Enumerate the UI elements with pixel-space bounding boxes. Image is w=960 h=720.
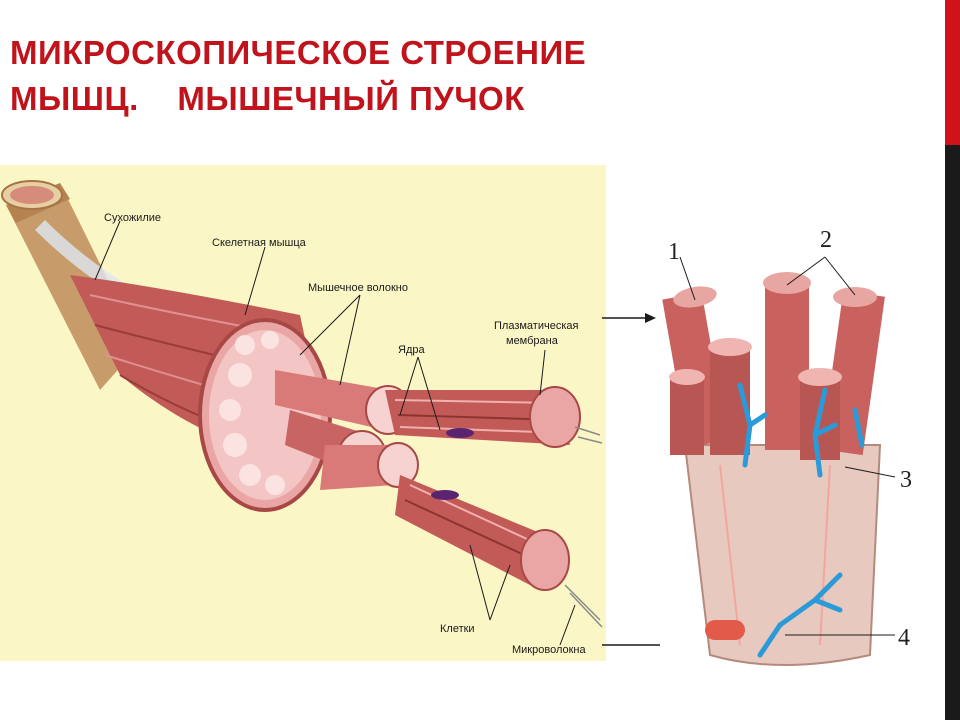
connector-arrows	[602, 313, 660, 646]
muscle-cross-section	[198, 318, 332, 512]
title-line-2: МЫШЦ. МЫШЕЧНЫЙ ПУЧОК	[10, 80, 525, 117]
label-microfibrils: Микроволокна	[512, 644, 586, 656]
title-line-1: МИКРОСКОПИЧЕСКОЕ СТРОЕНИЕ	[10, 34, 587, 71]
label-leader-lines	[94, 220, 576, 646]
capillary-network	[737, 382, 865, 658]
label-cells: Клетки	[440, 623, 475, 635]
blood-vessel-artery	[705, 620, 745, 640]
number-leader-lines	[679, 256, 896, 636]
label-plasma-membrane-line1: Плазматическая	[494, 320, 579, 332]
muscle-fiber-upper	[385, 386, 603, 448]
label-muscle-fiber: Мышечное волокно	[308, 282, 408, 294]
label-skeletal-muscle: Скелетная мышца	[212, 237, 307, 249]
muscle-bundle-illustration: 1 2 3 4	[662, 227, 912, 666]
connective-sheath	[683, 444, 882, 666]
label-number-1: 1	[668, 239, 680, 265]
label-tendon: Сухожилие	[104, 212, 161, 224]
muscle-fiber-lower	[395, 475, 603, 628]
fiber-bundle	[662, 272, 885, 460]
label-nuclei: Ядра	[398, 344, 425, 356]
arrowhead-top	[645, 313, 656, 323]
accent-bar-red	[945, 0, 960, 145]
label-number-3: 3	[900, 467, 912, 493]
muscle-structure-illustration: Сухожилие Скелетная мышца Мышечное волок…	[0, 165, 606, 661]
accent-bar-dark	[945, 145, 960, 720]
label-plasma-membrane-line2: мембрана	[506, 335, 559, 347]
slide-title: МИКРОСКОПИЧЕСКОЕ СТРОЕНИЕ МЫШЦ. МЫШЕЧНЫЙ…	[10, 30, 910, 122]
label-number-4: 4	[898, 625, 910, 651]
label-number-2: 2	[820, 227, 832, 253]
